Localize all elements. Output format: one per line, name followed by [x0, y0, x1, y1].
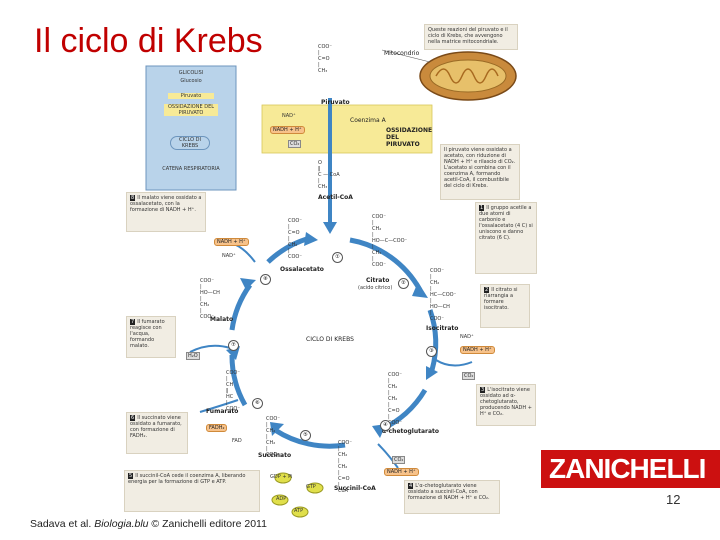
nadh-pill-step8: NADH + H⁺ — [214, 238, 249, 246]
gtp-label: GTP — [306, 484, 316, 490]
step-1-marker: ① — [332, 252, 343, 263]
nadh-pill-pyruvate: NADH + H⁺ — [270, 126, 305, 134]
overview-krebs: CICLO DI KREBS — [170, 136, 210, 150]
nad-label: NAD⁺ — [282, 113, 296, 119]
ketoglutarate-structure: COO⁻|CH₂|CH₂|C=O|COO⁻ — [388, 372, 403, 426]
nadh-pill-step3: NADH + H⁺ — [460, 346, 495, 354]
co2-step4: CO₂ — [392, 456, 406, 464]
succinyl-structure: COO⁻|CH₂|CH₂|C=O|CoA — [338, 440, 353, 494]
citrate-label: Citrato — [366, 277, 390, 284]
overview-panel — [145, 65, 237, 191]
step-4-marker: ④ — [380, 420, 391, 431]
acetyl-coa-label: Acetil-CoA — [318, 194, 353, 201]
coenzyme-a-label: Coenzima A — [350, 117, 386, 124]
step-6-marker: ⑥ — [252, 398, 263, 409]
citrate-structure: COO⁻|CH₂|HO—C—COO⁻|CH₂|COO⁻ — [372, 214, 408, 268]
fad-label: FAD — [232, 438, 242, 444]
source-credit: Sadava et al. Biologia.blu © Zanichelli … — [30, 518, 267, 530]
pyruvate-label: Piruvato — [321, 99, 350, 106]
nad-step3: NAD⁺ — [460, 334, 474, 340]
succinate-structure: COO⁻|CH₂|CH₂|COO⁻ — [266, 416, 281, 458]
overview-glycolysis: GLICOLISI — [178, 70, 204, 76]
overview-glucose: Glucosio — [180, 78, 202, 84]
overview-pyruvate-oxidation: OSSIDAZIONE DEL PIRUVATO — [164, 104, 218, 116]
succinate-label: Succinato — [258, 452, 292, 459]
mitochondrion-note: Queste reazioni del piruvato e il ciclo … — [424, 24, 518, 50]
pyruvate-oxidation-label: OSSIDAZIONE DEL PIRUVATO — [386, 127, 433, 148]
water-step7: H₂O — [186, 352, 200, 360]
co2-step3: CO₂ — [462, 372, 476, 380]
citric-acid-label: (acido citrico) — [358, 285, 393, 291]
step-7-marker: ⑦ — [228, 340, 239, 351]
acetyl-structure: O‖C — CoA|CH₃ — [318, 160, 340, 190]
step-8-marker: ⑧ — [260, 274, 271, 285]
isocitrate-structure: COO⁻|CH₂|HC—COO⁻|HO—CH|COO⁻ — [430, 268, 457, 322]
gdp-label: GDP + Pi — [270, 474, 293, 480]
co2-pyruvate: CO₂ — [288, 140, 302, 148]
pyruvate-note: Il piruvato viene ossidato a acetato, co… — [440, 144, 520, 200]
malate-structure: COO⁻|HO—CH|CH₂|COO⁻ — [200, 278, 220, 320]
fumarate-label: Fumarato — [206, 408, 239, 415]
atp-label: ATP — [294, 508, 304, 514]
nadh-pill-step4: NADH + H⁺ — [384, 468, 419, 476]
nad-step8: NAD⁺ — [222, 253, 236, 259]
oxaloacetate-structure: COO⁻|C=O|CH₂|COO⁻ — [288, 218, 303, 260]
krebs-cycle-center-label: CICLO DI KREBS — [306, 336, 354, 343]
ketoglutarate-label: α-chetoglutarato — [382, 428, 440, 435]
step-2-marker: ② — [398, 278, 409, 289]
overview-respiratory-chain: CATENA RESPIRATORIA — [162, 166, 220, 172]
step-5-marker: ⑤ — [300, 430, 311, 441]
overview-pyruvate: Piruvato — [168, 93, 214, 99]
mitochondrion-label: Mitocondrio — [384, 50, 420, 57]
step-3-marker: ③ — [426, 346, 437, 357]
slide-title: Il ciclo di Krebs — [34, 22, 263, 60]
zanichelli-logo: ZANICHELLI — [541, 450, 720, 488]
malate-label: Malato — [210, 316, 234, 323]
page-number: 12 — [666, 492, 681, 507]
fadh2-pill: FADH₂ — [206, 424, 228, 432]
adp-label: ADP — [276, 496, 287, 502]
isocitrate-label: Isocitrato — [426, 325, 459, 332]
oxaloacetate-label: Ossalacetato — [280, 266, 324, 273]
pyruvate-structure: COO⁻|C=O|CH₃ — [318, 44, 333, 74]
fumarate-structure: COO⁻|CH‖HC|COO⁻ — [226, 370, 241, 412]
succinyl-coa-label: Succinil-CoA — [334, 485, 376, 492]
